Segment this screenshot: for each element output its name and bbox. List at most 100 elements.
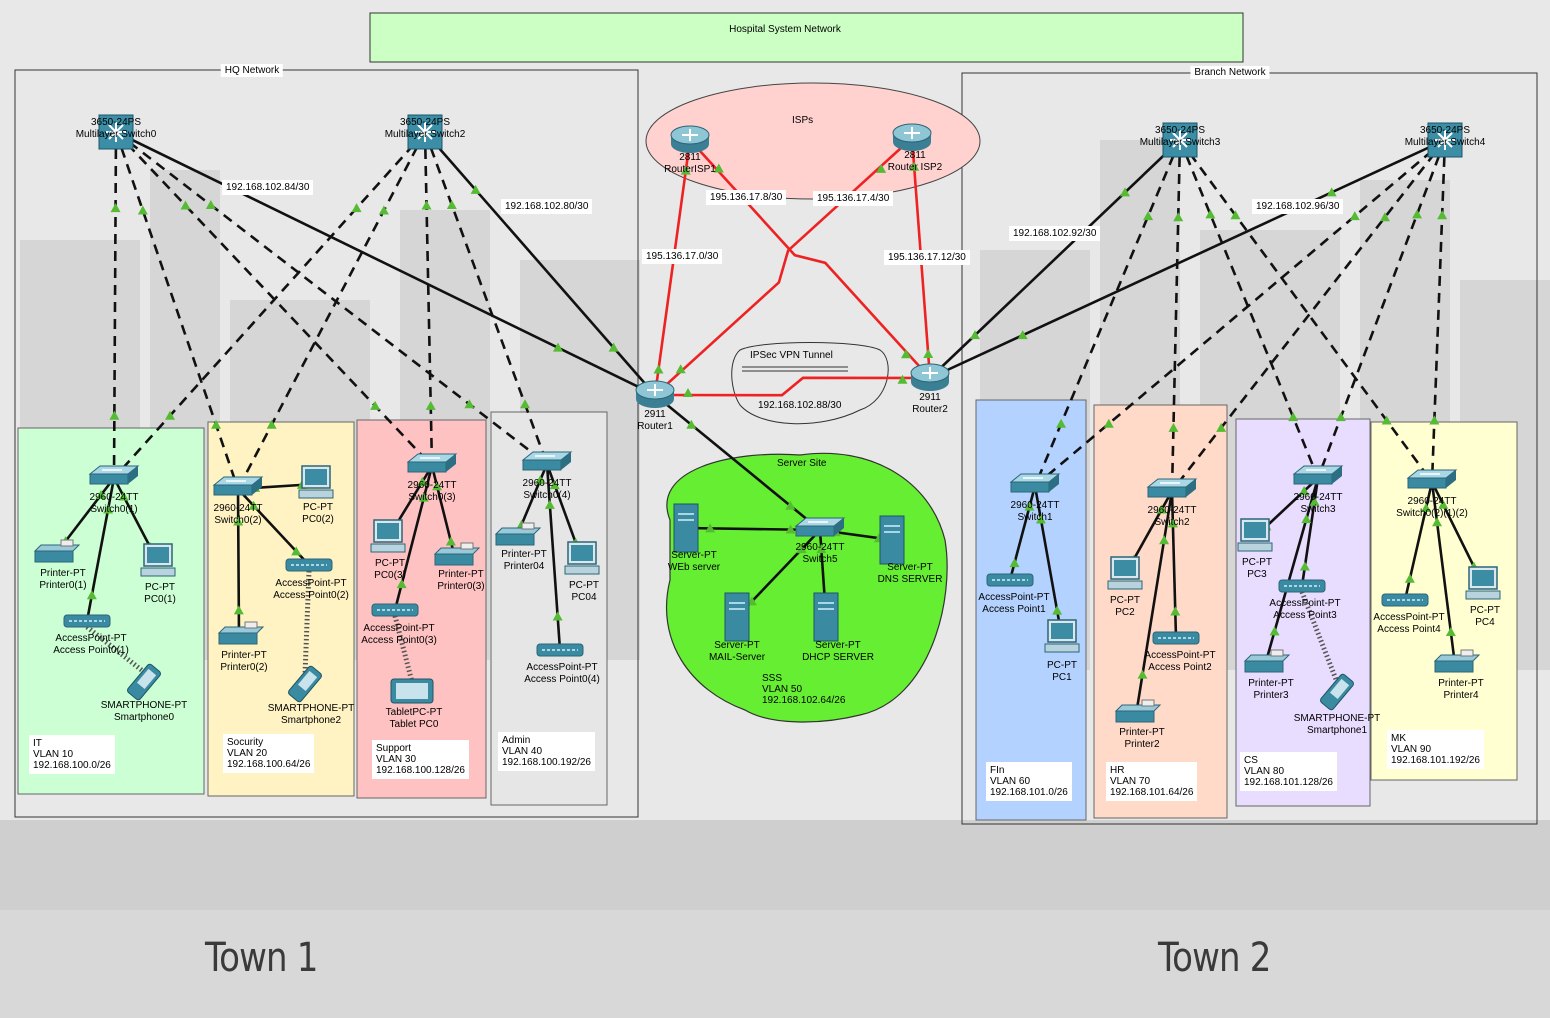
link-status-indicator	[1143, 211, 1154, 221]
device-name: Access Point0(3)	[361, 635, 437, 646]
device-model: 2960-24TT	[1010, 500, 1060, 511]
ap-icon[interactable]	[63, 614, 111, 628]
printer-icon[interactable]	[433, 542, 481, 566]
server-icon[interactable]	[879, 515, 905, 565]
link-status-indicator	[796, 544, 807, 554]
device-model: AccessPoint-PT	[978, 592, 1050, 603]
link-mls4-sw2[interactable]	[1170, 139, 1447, 492]
device-name: Multilayer Switch3	[1139, 137, 1221, 148]
link-status-indicator	[552, 611, 563, 621]
ap-icon[interactable]	[1278, 579, 1326, 593]
router-icon[interactable]	[635, 380, 675, 408]
wan-link-isp1-r1[interactable]	[653, 139, 692, 396]
switch-icon[interactable]	[406, 453, 458, 473]
link-mls3-sw0212[interactable]	[1178, 139, 1434, 483]
printer-icon[interactable]	[33, 539, 81, 563]
ap-icon[interactable]	[285, 558, 333, 572]
link-mls4-r2[interactable]	[929, 138, 1446, 380]
link-status-indicator	[608, 342, 619, 352]
switch-icon[interactable]	[521, 451, 573, 471]
phone-icon[interactable]	[1319, 673, 1354, 711]
device-name: PC0(3)	[374, 570, 406, 581]
router-icon[interactable]	[910, 363, 950, 391]
pc-icon[interactable]	[1237, 518, 1273, 552]
pc-icon[interactable]	[298, 465, 334, 499]
link-mls0-sw04[interactable]	[115, 130, 548, 466]
printer-icon[interactable]	[1114, 699, 1162, 723]
link-status-indicator	[464, 399, 475, 409]
device-name: WEb server	[667, 562, 721, 573]
server-icon[interactable]	[673, 503, 699, 553]
mls-icon[interactable]	[407, 114, 443, 150]
tablet-icon[interactable]	[390, 678, 434, 704]
link-status-indicator	[901, 349, 911, 359]
server-icon[interactable]	[724, 592, 750, 642]
phone-icon[interactable]	[126, 663, 161, 701]
link-mls3-sw1[interactable]	[1033, 139, 1182, 487]
link-mls4-sw3[interactable]	[1316, 139, 1447, 479]
switch-icon[interactable]	[88, 465, 140, 485]
router-icon[interactable]	[670, 125, 710, 153]
printer-icon[interactable]	[1433, 649, 1481, 673]
link-status-indicator	[816, 544, 827, 554]
link-status-indicator	[785, 524, 796, 534]
router-icon[interactable]	[892, 123, 932, 151]
printer-icon[interactable]	[494, 522, 542, 546]
device-name: Smartphone0	[113, 712, 175, 723]
hq-network-frame	[14, 69, 639, 818]
switch-icon[interactable]	[794, 517, 846, 537]
wireless-link-ap02-sp2	[302, 570, 312, 675]
link-mls3-sw2[interactable]	[1170, 139, 1182, 492]
pc-icon[interactable]	[1465, 566, 1501, 600]
device-model: PC-PT	[1242, 557, 1272, 568]
ap-icon[interactable]	[371, 603, 419, 617]
device-name: PC1	[1052, 672, 1072, 683]
switch-icon[interactable]	[1406, 469, 1458, 489]
phone-icon[interactable]	[287, 665, 322, 703]
pc-icon[interactable]	[370, 519, 406, 553]
pc-icon[interactable]	[564, 541, 600, 575]
pc-icon[interactable]	[1107, 556, 1143, 590]
link-mls0-r1[interactable]	[115, 130, 656, 397]
mls-icon[interactable]	[1162, 122, 1198, 158]
ap-icon[interactable]	[986, 573, 1034, 587]
ap-icon[interactable]	[1381, 593, 1429, 607]
link-mls2-r1[interactable]	[424, 131, 656, 396]
ap-icon[interactable]	[536, 643, 584, 657]
switch-icon[interactable]	[212, 476, 264, 496]
mls-icon[interactable]	[98, 114, 134, 150]
link-status-indicator	[713, 163, 724, 173]
server-icon[interactable]	[813, 592, 839, 642]
link-mls2-sw01[interactable]	[113, 131, 426, 479]
switch-icon[interactable]	[1009, 473, 1061, 493]
link-mls0-sw01[interactable]	[112, 131, 118, 479]
link-mls4-sw1[interactable]	[1034, 139, 1446, 487]
device-model: AccessPoint-PT	[1144, 650, 1216, 661]
mls-icon[interactable]	[1427, 122, 1463, 158]
link-mls3-sw3[interactable]	[1178, 139, 1320, 479]
device-name: Printer0(2)	[220, 662, 268, 673]
device-model: Printer-PT	[221, 650, 267, 661]
link-mls2-sw04[interactable]	[423, 131, 549, 465]
wan-link-r1-r2[interactable]	[654, 376, 931, 397]
pc-icon[interactable]	[140, 543, 176, 577]
device-name: Router1	[637, 421, 673, 432]
link-status-indicator	[211, 419, 222, 429]
switch-icon[interactable]	[1292, 465, 1344, 485]
switch-icon[interactable]	[1146, 478, 1198, 498]
ap-icon[interactable]	[1152, 631, 1200, 645]
link-mls2-sw03[interactable]	[423, 131, 434, 467]
link-mls4-sw0212[interactable]	[1430, 139, 1447, 483]
printer-icon[interactable]	[1243, 649, 1291, 673]
device-name: Access Point3	[1273, 610, 1337, 621]
link-mls0-sw02[interactable]	[114, 131, 240, 490]
pc-icon[interactable]	[1044, 619, 1080, 653]
device-name: PC3	[1247, 569, 1267, 580]
device-model: TabletPC-PT	[385, 707, 443, 718]
printer-icon[interactable]	[217, 621, 265, 645]
